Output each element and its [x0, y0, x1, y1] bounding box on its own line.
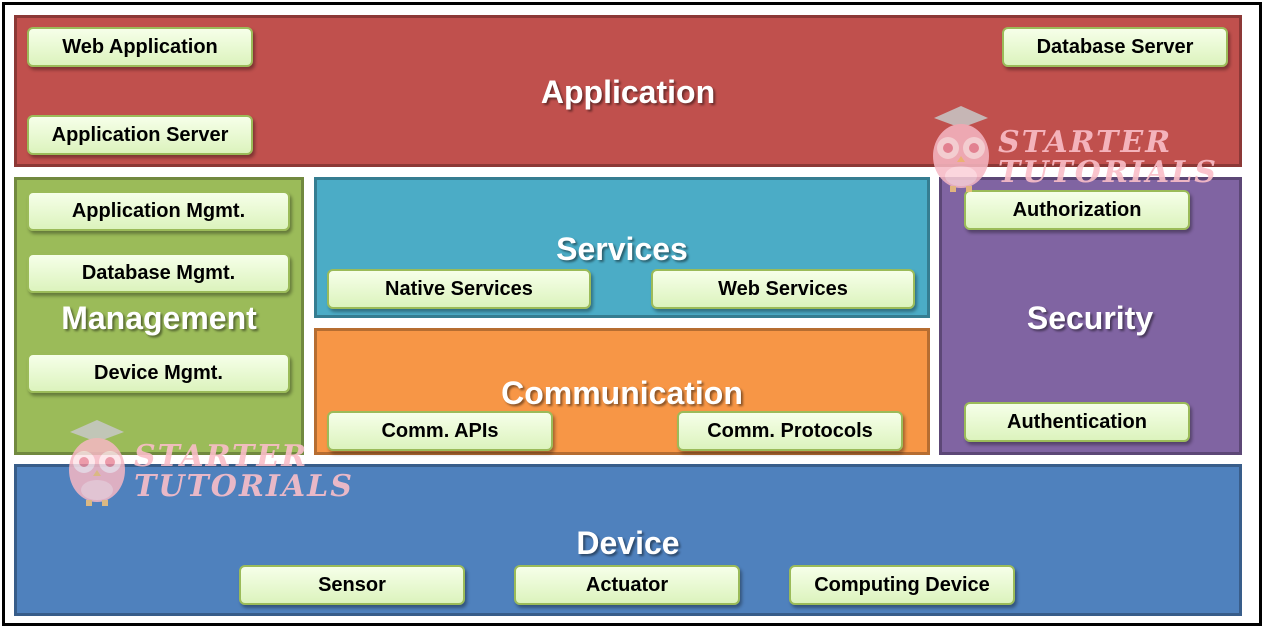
application-mgmt-box: Application Mgmt.	[27, 191, 290, 231]
services-title: Services	[556, 231, 688, 267]
authorization-box: Authorization	[964, 190, 1190, 230]
database-mgmt-box: Database Mgmt.	[27, 253, 290, 293]
authentication-box: Authentication	[964, 402, 1190, 442]
device-title: Device	[576, 525, 680, 561]
comm-apis-box: Comm. APIs	[327, 411, 553, 451]
application-title: Application	[540, 74, 716, 110]
security-title: Security	[1026, 300, 1154, 336]
actuator-box: Actuator	[514, 565, 740, 605]
communication-title: Communication	[501, 375, 743, 411]
application-server-box: Application Server	[27, 115, 253, 155]
computing-device-box: Computing Device	[789, 565, 1015, 605]
web-application-box: Web Application	[27, 27, 253, 67]
management-title: Management	[61, 300, 257, 336]
database-server-box: Database Server	[1002, 27, 1228, 67]
web-services-box: Web Services	[651, 269, 915, 309]
comm-protocols-box: Comm. Protocols	[677, 411, 903, 451]
native-services-box: Native Services	[327, 269, 591, 309]
device-mgmt-box: Device Mgmt.	[27, 353, 290, 393]
sensor-box: Sensor	[239, 565, 465, 605]
